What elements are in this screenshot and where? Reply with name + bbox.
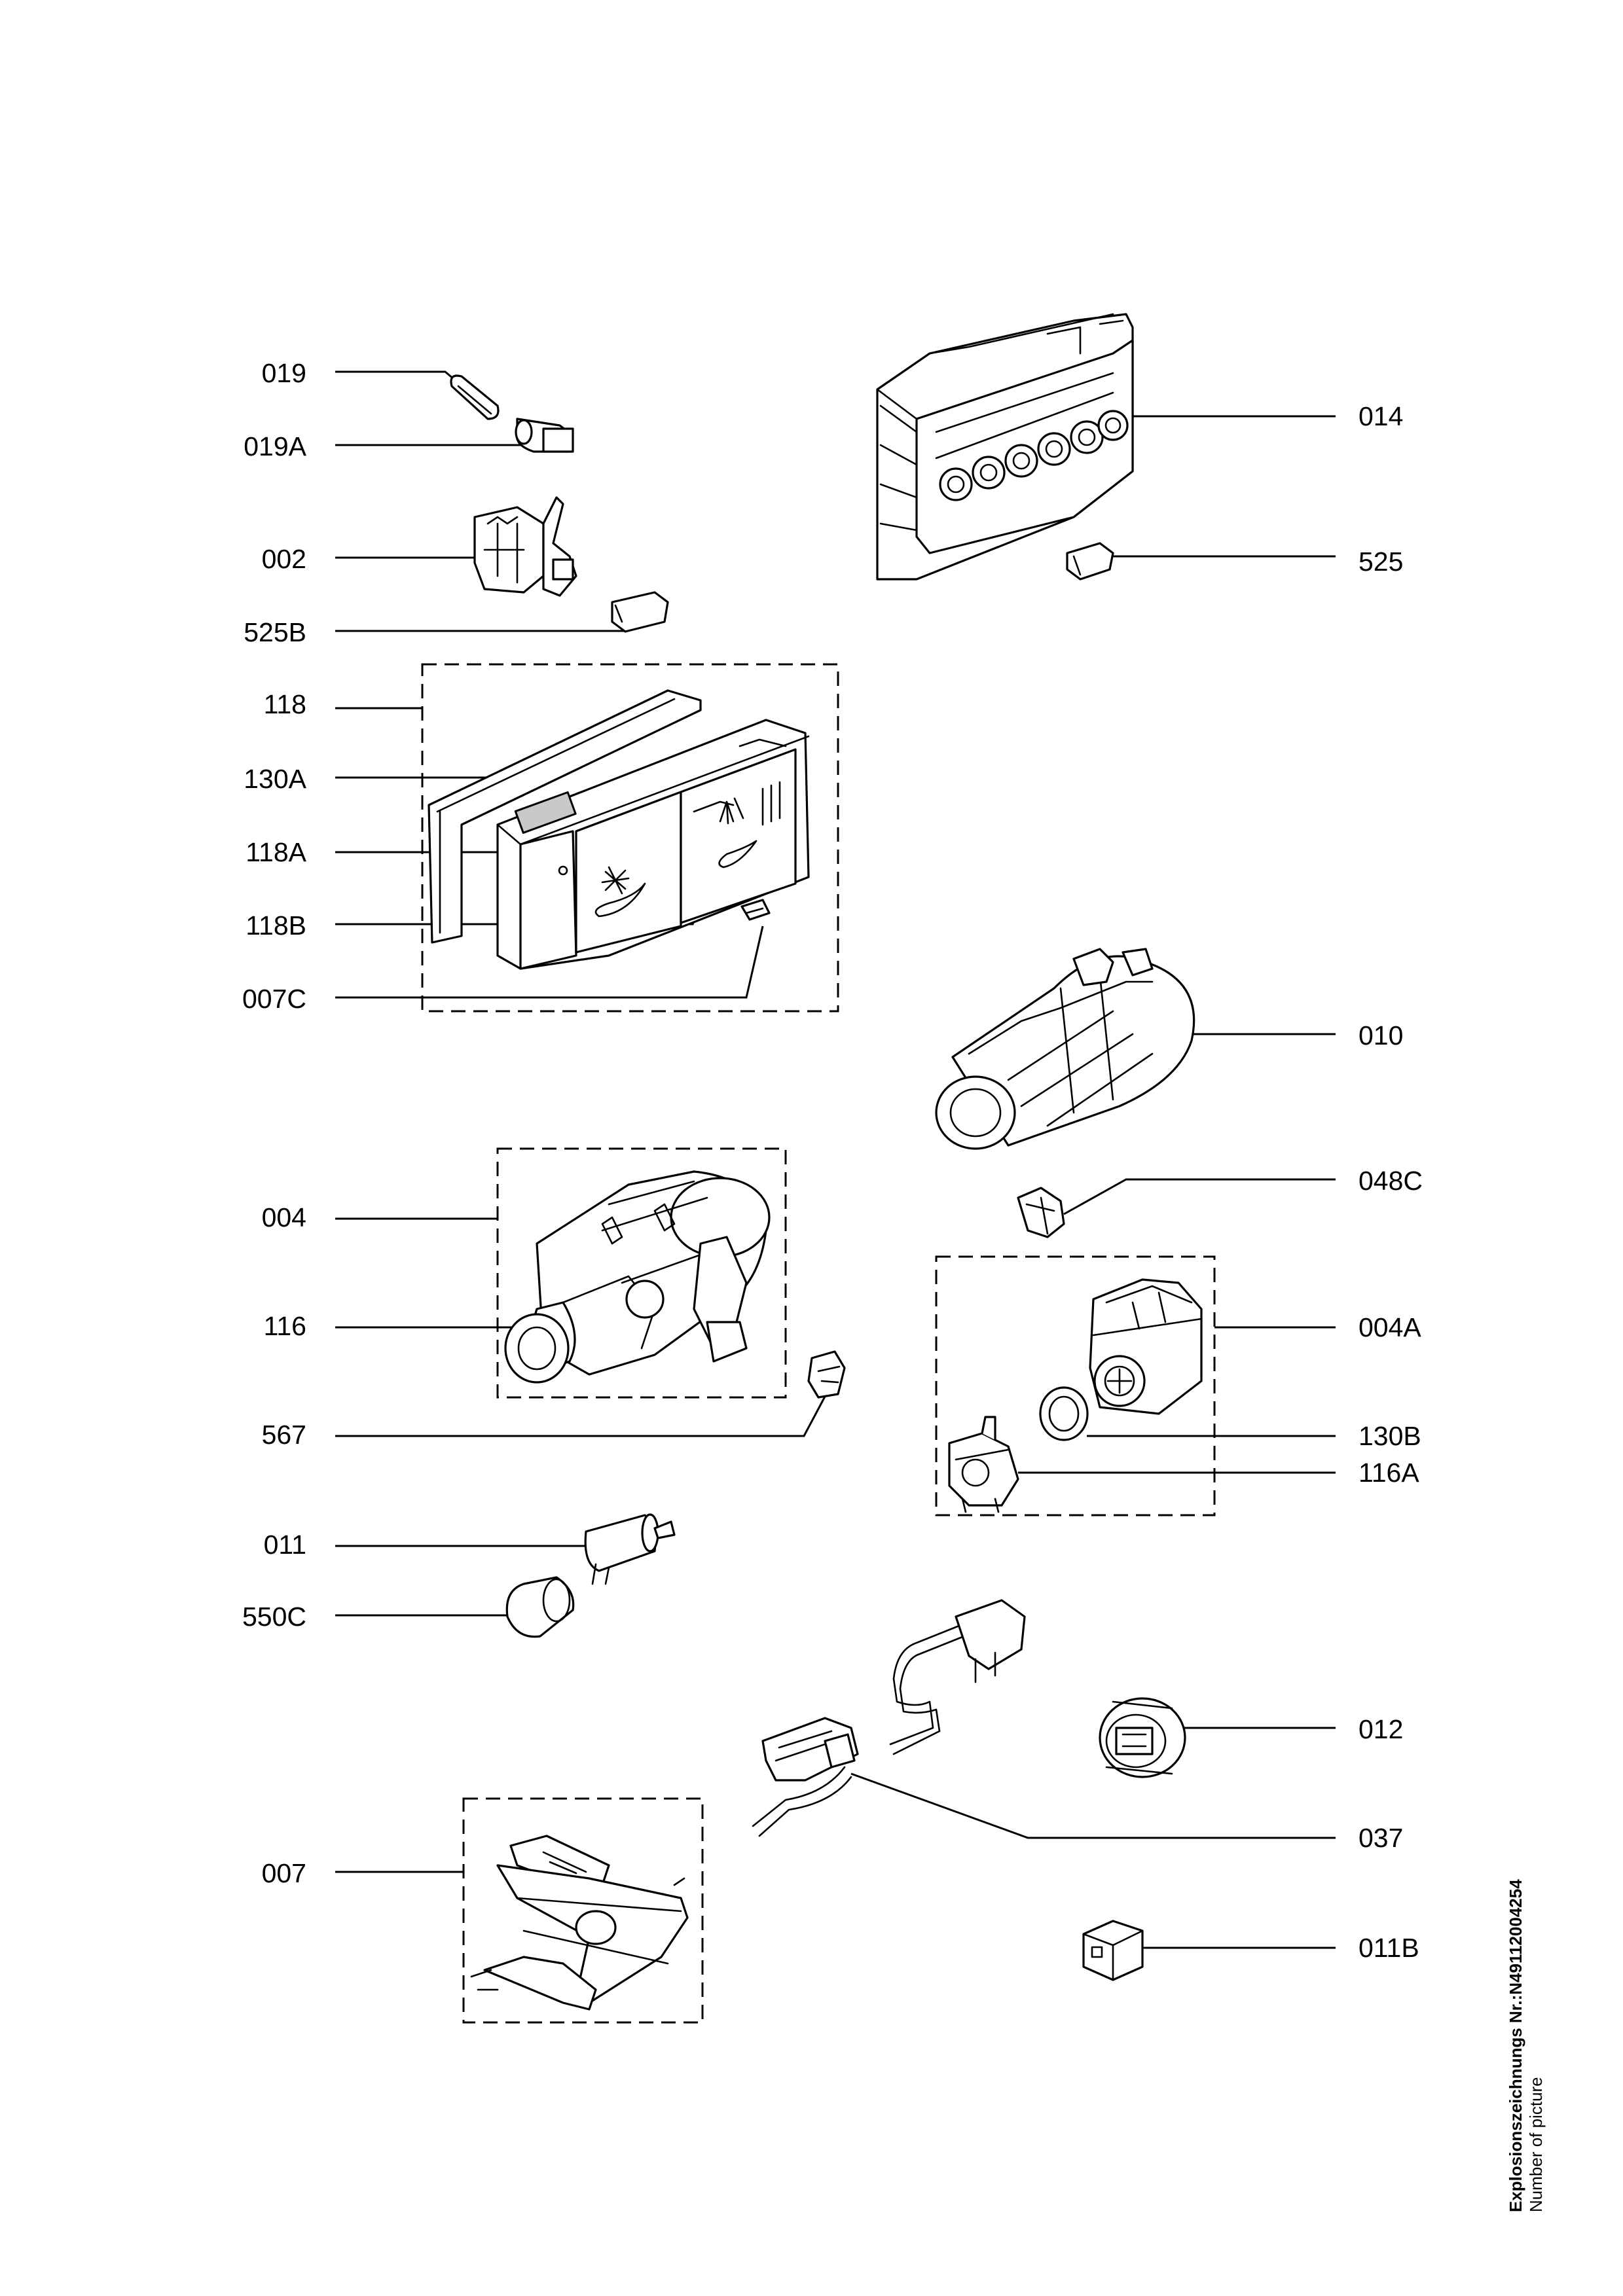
part-019A-pin-icon <box>515 418 574 453</box>
part-011-capacitor-icon <box>584 1513 676 1585</box>
svg-text:048C: 048C <box>1359 1166 1423 1196</box>
callout-048C: 048C <box>1063 1166 1423 1215</box>
callout-019A: 019A <box>244 431 537 461</box>
svg-text:014: 014 <box>1359 401 1403 431</box>
part-010-heater-icon <box>935 948 1195 1150</box>
callout-011B: 011B <box>1142 1933 1419 1963</box>
callout-037: 037 <box>850 1772 1403 1853</box>
part-012-sensor-icon <box>1099 1697 1186 1778</box>
part-014-knobs <box>939 410 1129 501</box>
callout-130A: 130A <box>244 764 486 794</box>
group-box-drain-pump <box>935 1255 1216 1516</box>
side-caption-rotated: Explosionszeichnungs Nr.:N49112004254 Nu… <box>1506 1879 1546 2212</box>
svg-text:567: 567 <box>262 1420 306 1450</box>
svg-text:011: 011 <box>264 1530 306 1560</box>
part-118-sun-symbol-icon <box>601 866 630 895</box>
svg-text:525B: 525B <box>244 617 306 647</box>
part-118-detergent-dispenser-icon <box>428 689 810 970</box>
callout-550C: 550C <box>242 1602 517 1632</box>
part-019-clip-icon <box>450 374 500 420</box>
svg-text:130A: 130A <box>244 764 306 794</box>
svg-text:118A: 118A <box>246 837 306 867</box>
callout-525: 525 <box>1113 547 1403 577</box>
svg-text:012: 012 <box>1359 1714 1403 1744</box>
part-525-button-icon <box>1066 542 1114 581</box>
callout-567: 567 <box>262 1393 828 1450</box>
svg-text:010: 010 <box>1359 1020 1403 1050</box>
svg-text:037: 037 <box>1359 1823 1403 1853</box>
part-007-spray-arm-icon <box>470 1835 689 2011</box>
part-007C-clip-icon <box>740 899 771 921</box>
svg-text:525: 525 <box>1359 547 1403 577</box>
part-004-circulation-pump-icon <box>504 1170 771 1384</box>
group-box-dispenser <box>421 663 839 1013</box>
callout-012: 012 <box>1169 1714 1403 1744</box>
caption-number-of-picture: Number of picture <box>1526 2077 1546 2212</box>
svg-text:116: 116 <box>264 1311 306 1341</box>
callout-130B: 130B <box>1087 1421 1421 1451</box>
part-037-power-cord-icon <box>752 1599 1026 1837</box>
svg-text:118B: 118B <box>246 910 306 941</box>
group-box-spray-arm <box>462 1797 704 2024</box>
part-048C-sensor-icon <box>1017 1187 1065 1238</box>
part-116A-impeller-housing-icon <box>948 1416 1019 1513</box>
part-014-control-unit-icon <box>876 313 1134 581</box>
callout-116A: 116A <box>1018 1458 1419 1488</box>
part-004A-drain-pump-icon <box>1089 1278 1203 1415</box>
part-130B-seal-ring-icon <box>1039 1386 1089 1441</box>
svg-text:002: 002 <box>262 544 306 574</box>
svg-text:130B: 130B <box>1359 1421 1421 1451</box>
callout-007C: 007C <box>242 925 764 1014</box>
part-118-rinse-symbol-icon <box>719 797 744 825</box>
part-567-clip-icon <box>807 1350 846 1399</box>
callout-019: 019 <box>262 358 463 388</box>
svg-text:004A: 004A <box>1359 1312 1421 1342</box>
svg-text:118: 118 <box>264 689 306 719</box>
part-002-door-switch-icon <box>473 496 577 597</box>
part-011B-relay-icon <box>1082 1920 1144 1981</box>
svg-text:116A: 116A <box>1359 1458 1419 1488</box>
callout-011: 011 <box>264 1530 609 1560</box>
callout-014: 014 <box>1123 401 1403 431</box>
svg-text:011B: 011B <box>1359 1933 1419 1963</box>
svg-text:550C: 550C <box>242 1602 306 1632</box>
callout-525B: 525B <box>244 617 625 647</box>
svg-text:007: 007 <box>262 1858 306 1888</box>
callout-004: 004 <box>262 1202 498 1232</box>
svg-text:019: 019 <box>262 358 306 388</box>
part-525B-button-icon <box>611 591 669 633</box>
svg-text:007C: 007C <box>242 984 306 1014</box>
svg-text:019A: 019A <box>244 431 306 461</box>
callout-004A: 004A <box>1214 1312 1421 1342</box>
group-box-circulation-pump <box>496 1147 787 1399</box>
caption-drawing-number: Explosionszeichnungs Nr.:N49112004254 <box>1506 1879 1525 2212</box>
callout-002: 002 <box>262 544 484 574</box>
callout-010: 010 <box>1172 1020 1403 1050</box>
callout-118: 118 <box>264 689 422 719</box>
svg-text:004: 004 <box>262 1202 306 1232</box>
callout-007: 007 <box>262 1858 464 1888</box>
part-550C-cap-icon <box>505 1576 575 1638</box>
